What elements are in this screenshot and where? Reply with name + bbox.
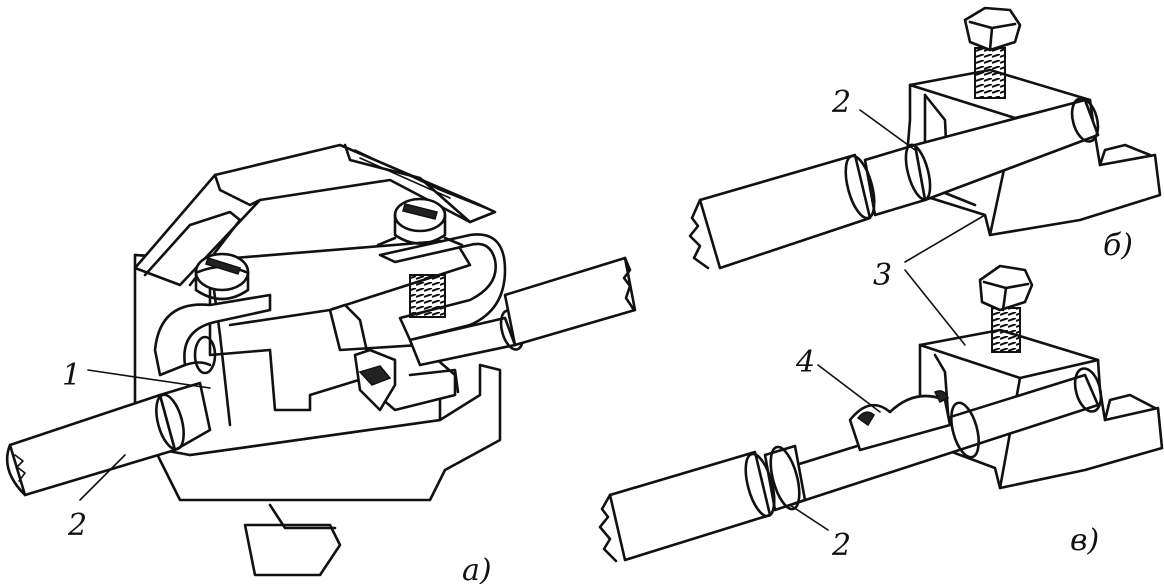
figure-b-terminal [688,6,1162,270]
label-v-4: 4 [795,345,815,380]
figure-a-clamp [5,143,637,577]
clamp-cover [133,143,497,287]
saddle-left [153,293,272,377]
screw-left [194,252,250,292]
caption-v: в) [1070,523,1099,558]
rail-foot [243,523,342,577]
label-a-1: 1 [62,358,81,393]
bolt-thread-b [974,47,1006,99]
leader-lines [79,109,986,531]
label-a-2: 2 [67,508,87,543]
figure-v-terminal [598,264,1164,563]
clamp-right-block [328,303,457,412]
saddle-right [378,233,507,342]
caption-b: б) [1103,228,1133,263]
label-b-2: 2 [831,85,851,120]
bolt-thread-v [991,307,1021,353]
label-3: 3 [873,258,892,293]
label-v-2: 2 [831,528,851,563]
cable-a-right-insulation [503,256,637,347]
screw-thread-right [409,274,446,318]
cable-a-insulation [8,393,177,497]
caption-a: а) [462,553,492,584]
